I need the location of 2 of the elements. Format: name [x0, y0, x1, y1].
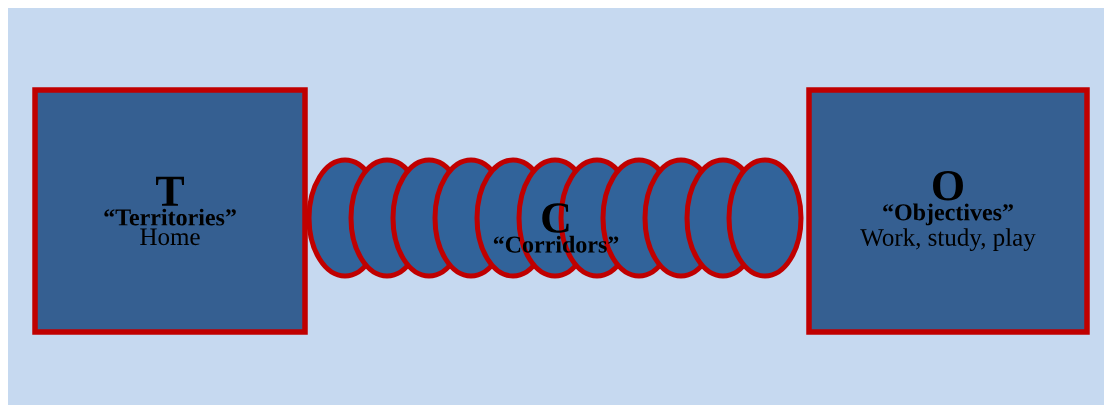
text-box: O “Objectives” Work, study, play — [806, 87, 1090, 335]
text-box: T “Territories” Home — [32, 87, 308, 335]
